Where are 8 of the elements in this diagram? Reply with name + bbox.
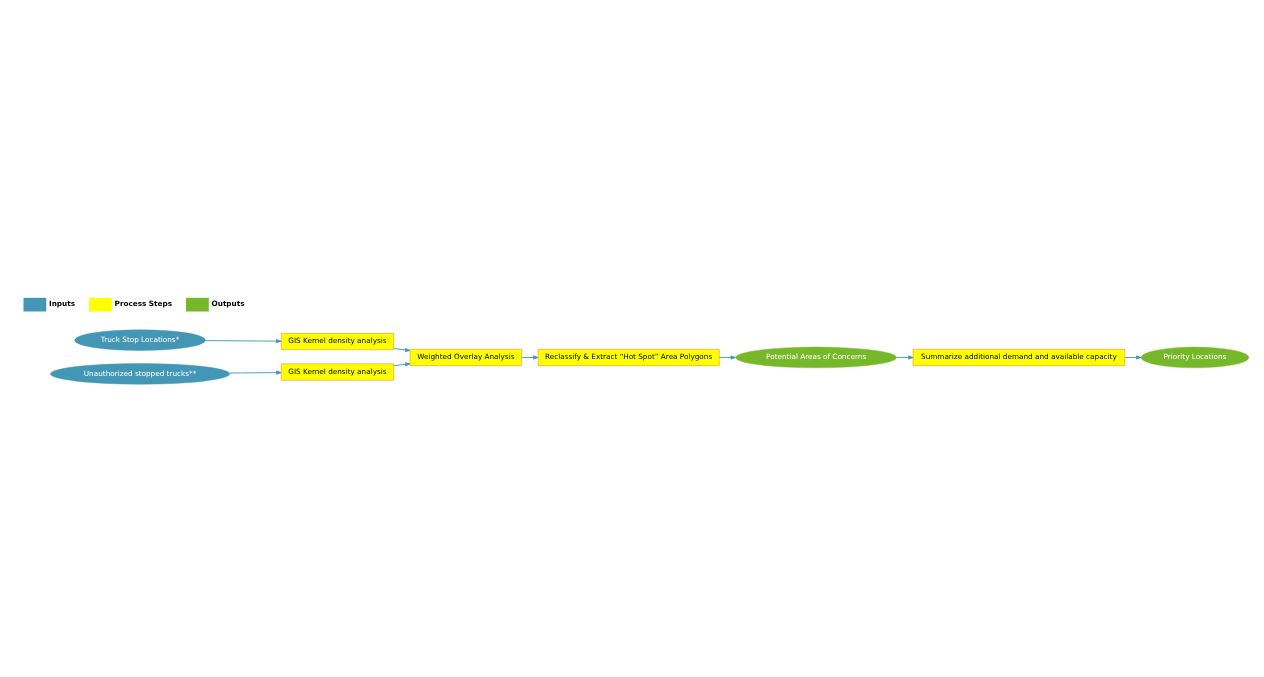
arrow [393,347,411,353]
arrow [204,339,282,344]
arrow [718,355,736,360]
arrow [896,355,914,360]
arrow [521,355,539,360]
arrow [229,370,282,375]
arrow [393,362,411,367]
arrow [1124,355,1142,360]
